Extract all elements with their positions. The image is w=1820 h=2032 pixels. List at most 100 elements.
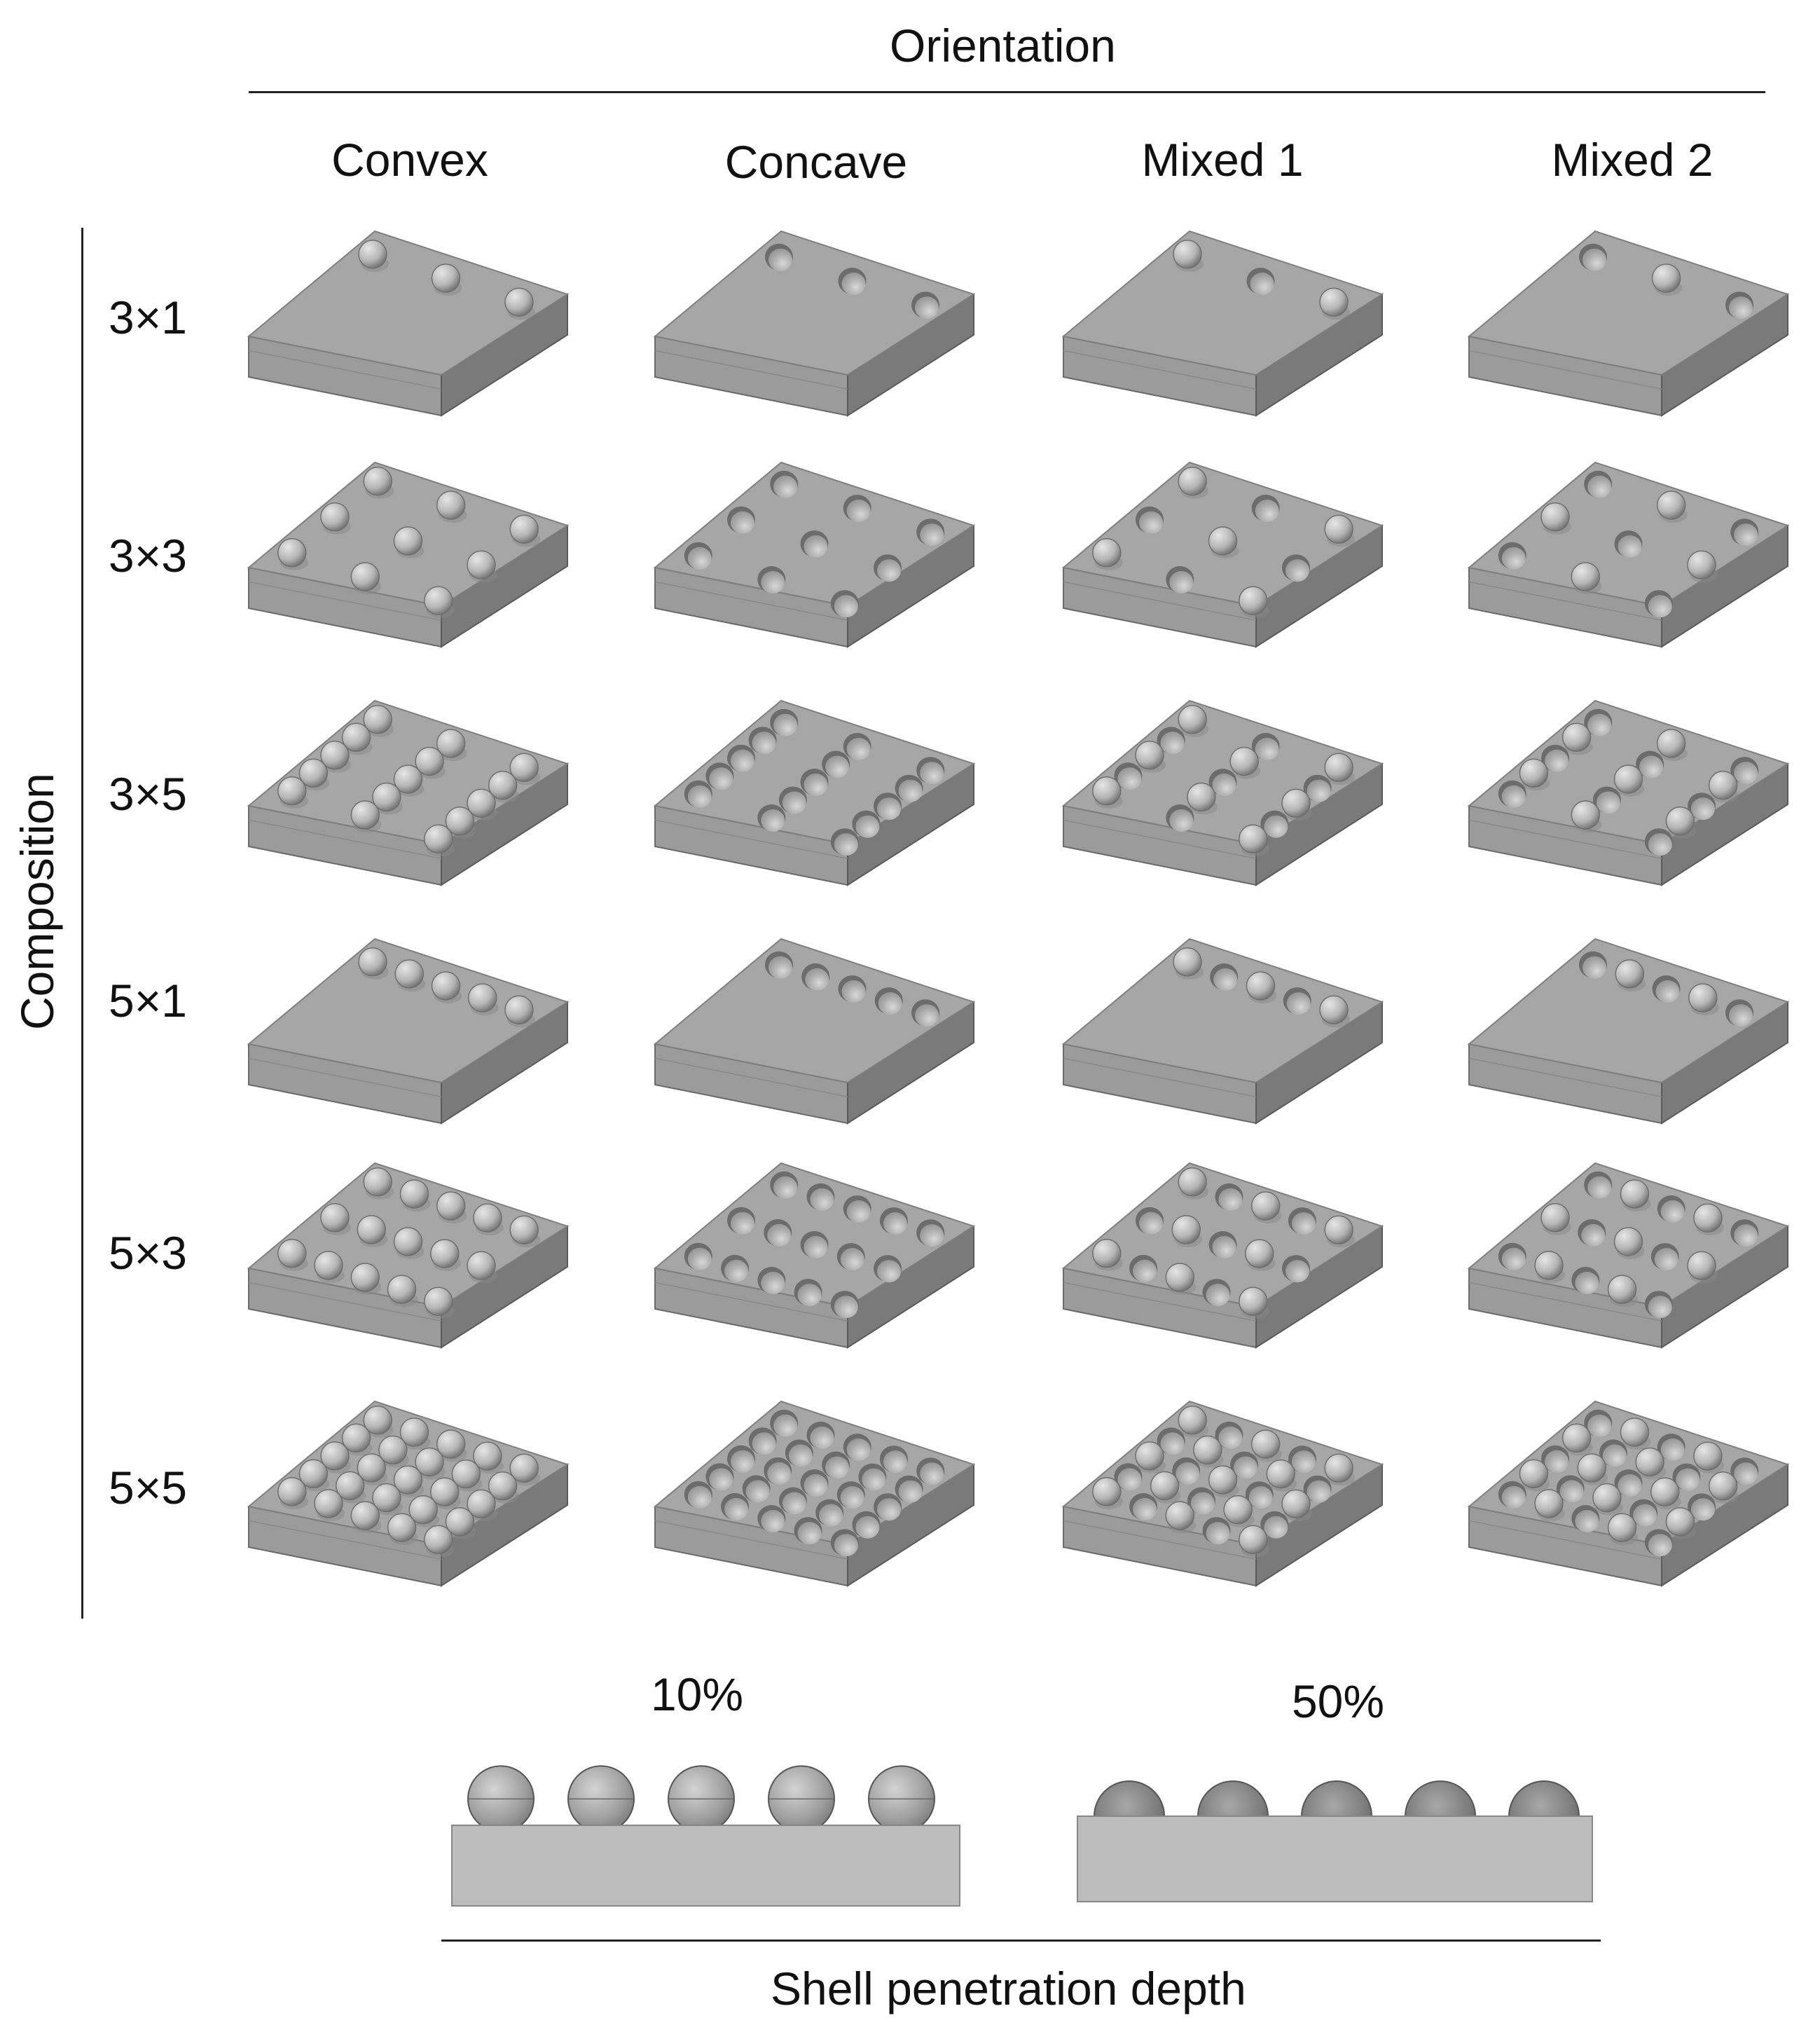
convex-shell bbox=[350, 1501, 380, 1530]
plate-top-face bbox=[1061, 938, 1384, 1084]
convex-shell bbox=[277, 776, 307, 806]
convex-shell bbox=[1319, 287, 1349, 317]
convex-shell bbox=[1246, 971, 1276, 1001]
plate-3×5-concave bbox=[653, 699, 976, 886]
convex-shell bbox=[509, 1215, 539, 1244]
convex-shell bbox=[1092, 1239, 1122, 1268]
convex-shell bbox=[1223, 1495, 1253, 1525]
plate-3×3-mixed-2 bbox=[1467, 461, 1790, 648]
convex-shell bbox=[1178, 1167, 1207, 1197]
depth-profile-50pct bbox=[1077, 1780, 1593, 1902]
convex-shell bbox=[1607, 1513, 1637, 1542]
convex-shell bbox=[1239, 1286, 1268, 1316]
convex-shell bbox=[1656, 729, 1686, 758]
convex-shell bbox=[1613, 1227, 1643, 1256]
plate-3×3-mixed-1 bbox=[1061, 461, 1384, 648]
convex-shell bbox=[1562, 722, 1592, 753]
convex-shell bbox=[350, 562, 380, 591]
convex-shell bbox=[1324, 753, 1353, 782]
convex-shell bbox=[467, 1251, 496, 1280]
convex-shell bbox=[399, 1179, 429, 1209]
convex-shell bbox=[1319, 995, 1349, 1024]
convex-shell bbox=[363, 1406, 392, 1435]
convex-shell bbox=[372, 1483, 401, 1513]
plate-5×3-convex bbox=[247, 1162, 570, 1349]
column-label-concave: Concave bbox=[724, 136, 908, 188]
convex-shell bbox=[1324, 1453, 1353, 1483]
convex-shell bbox=[335, 1471, 365, 1501]
convex-shell bbox=[509, 753, 539, 782]
convex-shell bbox=[358, 947, 387, 977]
convex-shell bbox=[473, 1441, 502, 1471]
convex-shell bbox=[1229, 746, 1259, 776]
convex-shell bbox=[467, 788, 496, 818]
convex-shell bbox=[1173, 240, 1202, 269]
convex-shell bbox=[488, 770, 518, 800]
convex-shell bbox=[350, 800, 380, 830]
plate-5×3-mixed-2 bbox=[1467, 1162, 1790, 1349]
convex-shell bbox=[1534, 1489, 1564, 1518]
plate-5×1-mixed-2 bbox=[1467, 938, 1790, 1125]
convex-shell bbox=[1281, 788, 1311, 818]
column-label-mixed-1: Mixed 1 bbox=[1141, 134, 1304, 186]
convex-shell bbox=[1135, 741, 1164, 770]
convex-shell bbox=[320, 1203, 350, 1233]
convex-shell bbox=[451, 1459, 481, 1489]
convex-shell bbox=[1620, 1179, 1650, 1209]
convex-shell bbox=[1187, 782, 1216, 812]
convex-shell bbox=[1239, 586, 1268, 615]
convex-shell bbox=[320, 1441, 350, 1471]
plate-5×5-convex bbox=[247, 1400, 570, 1587]
convex-shell bbox=[1324, 1215, 1353, 1244]
convex-shell bbox=[424, 1286, 453, 1316]
convex-shell bbox=[277, 1477, 307, 1506]
convex-shell bbox=[504, 995, 534, 1024]
convex-shell bbox=[298, 1459, 329, 1489]
convex-shell bbox=[1592, 1483, 1622, 1513]
convex-shell bbox=[473, 1203, 502, 1233]
plate-top-face bbox=[1467, 230, 1790, 376]
convex-shell bbox=[1656, 490, 1686, 520]
convex-shell bbox=[1092, 776, 1122, 806]
convex-shell bbox=[1665, 806, 1695, 836]
convex-shell bbox=[415, 746, 444, 776]
convex-shell bbox=[393, 1227, 423, 1256]
plate-top-face bbox=[1467, 938, 1790, 1084]
convex-shell bbox=[1519, 1459, 1549, 1489]
convex-shell bbox=[341, 722, 371, 753]
convex-shell bbox=[1178, 467, 1207, 496]
column-label-convex: Convex bbox=[331, 134, 488, 186]
convex-shell bbox=[1651, 263, 1681, 293]
convex-shell bbox=[1562, 1423, 1592, 1453]
plate-5×1-convex bbox=[247, 938, 570, 1125]
plate-3×3-convex bbox=[247, 461, 570, 648]
convex-shell bbox=[358, 240, 387, 269]
convex-shell bbox=[1178, 705, 1207, 734]
convex-shell bbox=[277, 1239, 307, 1268]
orientation-title: Orientation bbox=[890, 20, 1116, 71]
convex-shell bbox=[357, 1215, 386, 1244]
convex-shell bbox=[350, 1263, 380, 1292]
plate-3×1-mixed-1 bbox=[1061, 230, 1384, 417]
substrate-profile bbox=[1077, 1815, 1593, 1902]
convex-shell bbox=[467, 1489, 496, 1518]
plate-5×1-concave bbox=[653, 938, 976, 1125]
depth-rule bbox=[441, 1940, 1601, 1942]
convex-shell bbox=[468, 983, 497, 1012]
convex-shell bbox=[320, 741, 350, 770]
convex-shell bbox=[424, 586, 453, 615]
convex-shell bbox=[1571, 562, 1601, 591]
plate-3×5-mixed-2 bbox=[1467, 699, 1790, 886]
convex-shell bbox=[1687, 550, 1716, 579]
convex-shell bbox=[431, 971, 461, 1001]
depth-title: Shell penetration depth bbox=[771, 1963, 1246, 2014]
convex-shell bbox=[1635, 1447, 1664, 1477]
convex-shell bbox=[1693, 1441, 1723, 1471]
plate-top-face bbox=[653, 230, 976, 376]
convex-shell bbox=[298, 758, 329, 788]
substrate-profile bbox=[451, 1825, 960, 1907]
convex-shell bbox=[394, 959, 424, 989]
convex-shell bbox=[509, 1453, 539, 1483]
convex-shell bbox=[1688, 983, 1718, 1012]
